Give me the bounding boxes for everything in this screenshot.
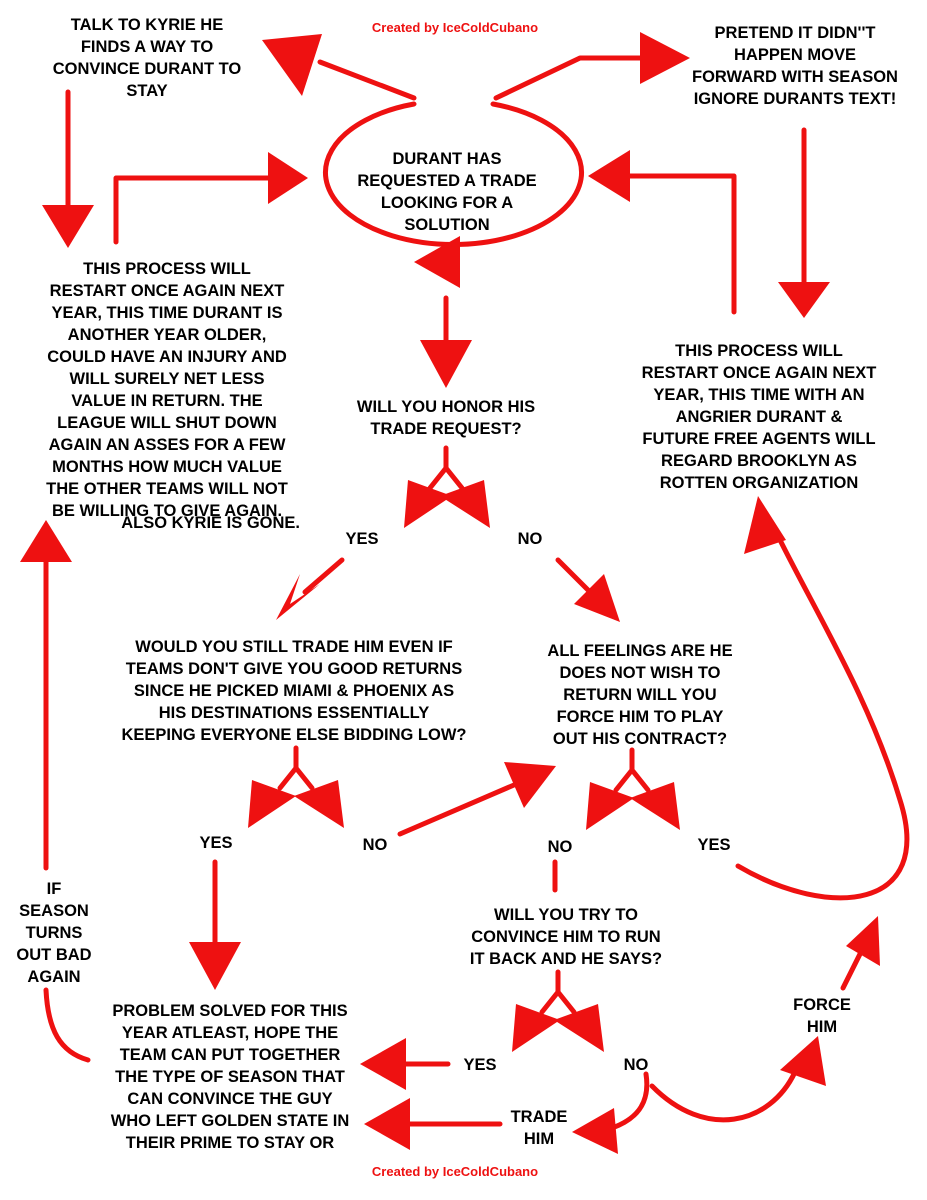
head-to-kyrie — [262, 34, 322, 96]
node-convince-question: WILL YOU TRY TO CONVINCE HIM TO RUN IT B… — [469, 906, 663, 968]
head-to-still — [276, 574, 320, 620]
node-honor-question: WILL YOU HONOR HIS TRADE REQUEST? — [356, 398, 536, 438]
head-no4-trade — [572, 1108, 618, 1154]
fork-force — [613, 747, 651, 793]
head-fork-still-right — [294, 780, 344, 828]
head-to-pretend — [640, 32, 690, 84]
arrow-no4-to-trade — [609, 1071, 650, 1131]
node-if-season: IF SEASON TURNS OUT BAD AGAIN — [16, 880, 92, 986]
node-restart-right: THIS PROCESS WILL RESTART ONCE AGAIN NEX… — [641, 342, 877, 492]
head-fork-honor-left — [404, 480, 452, 528]
arrow-no2-to-force — [397, 782, 517, 837]
head-fork-convince-right — [554, 1004, 604, 1052]
arrow-yes1-to-still — [302, 557, 345, 595]
arrow-no1-to-force — [555, 557, 591, 593]
node-pretend: PRETEND IT DIDN''T HAPPEN MOVE FORWARD W… — [692, 24, 898, 108]
label-yes-1: YES — [345, 530, 379, 548]
arrow-start-to-kyrie — [317, 59, 417, 101]
credit-bottom: Created by IceColdCubano — [371, 1164, 539, 1179]
head-yes4 — [360, 1038, 406, 1090]
head-fork-still-left — [248, 780, 296, 828]
arrow-yes3-to-restart — [735, 537, 910, 901]
node-restart-left: THIS PROCESS WILL RESTART ONCE AGAIN NEX… — [46, 260, 288, 520]
arrow-no4-to-force — [649, 1069, 798, 1123]
head-forcehim-low — [780, 1036, 826, 1086]
head-fork-force-right — [630, 782, 680, 830]
head-trade — [364, 1098, 410, 1150]
head-to-force — [574, 574, 620, 622]
node-restart-left-footer: ALSO KYRIE IS GONE. — [121, 514, 300, 532]
arrow-restart-left-to-start — [113, 175, 271, 245]
fork-still — [277, 745, 315, 791]
head-ifseason-up — [20, 520, 72, 562]
node-force-him: FORCE HIM — [793, 996, 851, 1036]
label-no-3: NO — [547, 838, 573, 856]
label-yes-4: YES — [463, 1056, 497, 1074]
label-no-2: NO — [362, 836, 388, 854]
node-problem-solved: PROBLEM SOLVED FOR THIS YEAR ATLEAST, HO… — [110, 1002, 350, 1152]
node-trade-him: TRADE HIM — [510, 1108, 568, 1148]
head-forcehim-up — [846, 916, 880, 966]
credit-top: Created by IceColdCubano — [371, 20, 539, 35]
head-to-restart-right-up — [744, 496, 786, 554]
head-to-restart-left — [42, 205, 94, 248]
head-to-problem — [189, 942, 241, 990]
label-yes-3: YES — [697, 836, 731, 854]
head-no2-to-force — [504, 762, 556, 808]
node-force-question: ALL FEELINGS ARE HE DOES NOT WISH TO RET… — [547, 642, 733, 748]
head-fork-convince-left — [512, 1004, 560, 1052]
label-no-1: NO — [517, 530, 543, 548]
label-no-4: NO — [623, 1056, 649, 1074]
fork-convince — [539, 969, 577, 1015]
head-to-honor — [420, 340, 472, 388]
head-to-restart-right — [778, 282, 830, 318]
arrow-start-to-pretend — [493, 55, 643, 101]
head-fork-force-left — [586, 782, 634, 830]
head-to-start-left — [268, 152, 308, 204]
arrow-restart-right-to-start — [627, 173, 737, 315]
fork-honor — [427, 445, 465, 491]
node-talk-to-kyrie: TALK TO KYRIE HE FINDS A WAY TO CONVINCE… — [52, 16, 242, 100]
arrow-forcehim-up — [840, 947, 865, 991]
arrow-problem-to-restart — [43, 987, 91, 1063]
head-ellipse-lower — [414, 236, 460, 288]
node-still-trade-question: WOULD YOU STILL TRADE HIM EVEN IF TEAMS … — [121, 638, 467, 744]
head-fork-honor-right — [440, 480, 490, 528]
label-yes-2: YES — [199, 834, 233, 852]
head-to-start-right — [588, 150, 630, 202]
node-start: DURANT HAS REQUESTED A TRADE LOOKING FOR… — [357, 150, 537, 234]
